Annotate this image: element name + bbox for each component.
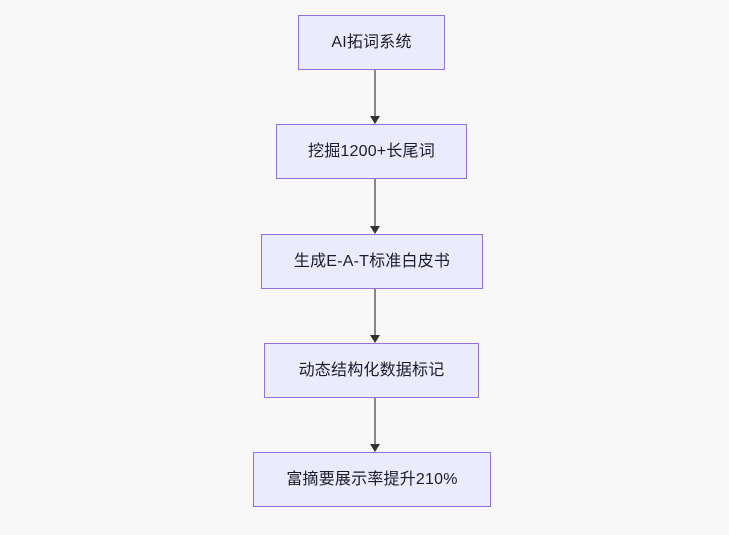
- flowchart-node-2[interactable]: 挖掘1200+长尾词: [276, 124, 467, 179]
- edge-line: [374, 70, 376, 116]
- edge-line: [374, 398, 376, 444]
- flowchart-node-3[interactable]: 生成E-A-T标准白皮书: [261, 234, 483, 289]
- flowchart-edge-4: [369, 398, 381, 452]
- flowchart-node-4-label: 动态结构化数据标记: [298, 361, 445, 379]
- arrow-down-icon: [370, 226, 380, 234]
- flowchart-node-3-label: 生成E-A-T标准白皮书: [293, 252, 451, 270]
- flowchart-node-1[interactable]: AI拓词系统: [298, 15, 445, 70]
- flowchart-node-5-label: 富摘要展示率提升210%: [286, 470, 458, 488]
- flowchart-edge-1: [369, 70, 381, 124]
- flowchart-node-1-label: AI拓词系统: [331, 33, 412, 51]
- flowchart-edge-3: [369, 289, 381, 343]
- edge-line: [374, 179, 376, 226]
- arrow-down-icon: [370, 444, 380, 452]
- flowchart-edge-2: [369, 179, 381, 234]
- edge-line: [374, 289, 376, 335]
- arrow-down-icon: [370, 335, 380, 343]
- flowchart-node-2-label: 挖掘1200+长尾词: [308, 142, 435, 160]
- arrow-down-icon: [370, 116, 380, 124]
- flowchart-node-4[interactable]: 动态结构化数据标记: [264, 343, 479, 398]
- flowchart-node-5[interactable]: 富摘要展示率提升210%: [253, 452, 491, 507]
